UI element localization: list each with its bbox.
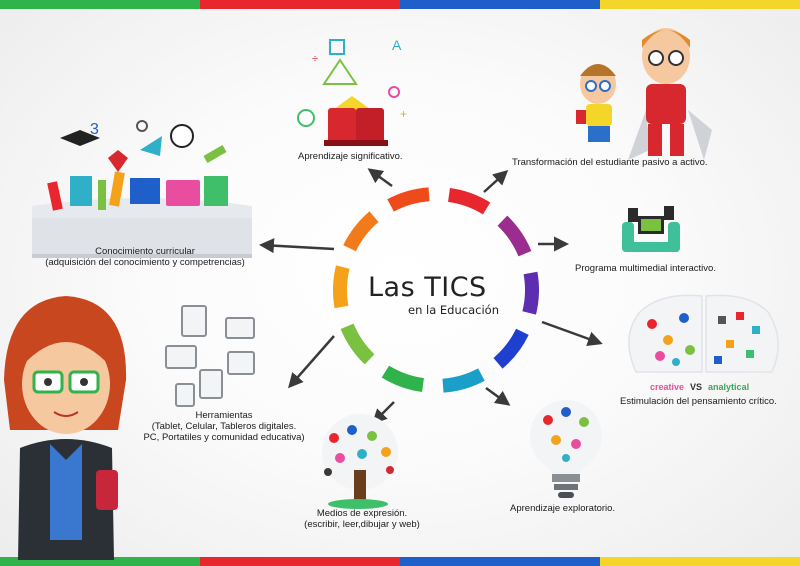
label-creative: creative	[650, 382, 685, 392]
center-ring	[333, 187, 539, 393]
label-conocimiento-curricular: Conocimiento curricular (adquisición del…	[45, 246, 245, 268]
ring-segment	[522, 271, 539, 315]
label-herramientas: Herramientas (Tablet, Celular, Tableros …	[143, 410, 305, 443]
ring-segment	[493, 328, 529, 369]
label-programa-multimedial: Programa multimedial interactivo.	[575, 263, 716, 274]
arrow-conocimiento	[259, 238, 335, 254]
arrow-herramientas	[288, 335, 335, 389]
center-title: Las TICS	[368, 272, 487, 303]
touchscreen-icon	[622, 206, 680, 252]
svg-text:A: A	[392, 37, 402, 53]
devices-icon	[165, 305, 255, 407]
ring-segment	[447, 187, 491, 215]
bottom-color-stripe	[0, 557, 800, 566]
stripe-blue	[400, 557, 600, 566]
stripe-yellow	[600, 557, 800, 566]
stripe-blue	[400, 0, 600, 9]
arrow-transformacion	[483, 169, 509, 193]
books-icon: A ÷ +	[297, 37, 407, 146]
label-aprendizaje-significativo: Aprendizaje significativo.	[298, 151, 403, 162]
center-subtitle: en la Educación	[408, 303, 499, 317]
stripe-green	[0, 0, 200, 9]
brain-icon	[628, 294, 779, 373]
arrow-estimulacion	[541, 320, 603, 346]
ring-segment	[387, 187, 430, 212]
label-estimulacion: Estimulación del pensamiento crítico.	[620, 396, 777, 407]
ring-segment	[497, 215, 532, 257]
stripe-yellow	[600, 0, 800, 9]
school-supplies-icon: 3	[32, 120, 252, 258]
label-analytical: analytical	[708, 382, 750, 392]
top-color-stripe	[0, 0, 800, 9]
ring-segment	[442, 368, 485, 393]
label-vs: VS	[690, 382, 703, 392]
label-medios-expresion: Medios de expresión. (escribir, leer,dib…	[304, 508, 420, 530]
svg-text:3: 3	[90, 121, 99, 138]
arrows	[259, 168, 603, 425]
ring-segment	[340, 323, 375, 365]
creative-vs-analytical: creative VS analytical	[650, 382, 749, 392]
stripe-red	[200, 0, 400, 9]
tree-icon	[322, 414, 398, 509]
arrow-exploratorio	[485, 386, 511, 406]
superheroes-icon	[576, 28, 712, 160]
label-transformacion: Transformación del estudiante pasivo a a…	[512, 157, 708, 168]
arrow-aprendizaje	[367, 168, 393, 188]
ring-segment	[381, 365, 425, 393]
stripe-red	[200, 557, 400, 566]
svg-text:÷: ÷	[312, 53, 318, 65]
ring-segment	[333, 265, 350, 309]
lightbulb-icon	[530, 400, 602, 498]
svg-text:+: +	[400, 107, 407, 121]
label-aprendizaje-exploratorio: Aprendizaje exploratorio.	[510, 503, 616, 514]
ring-segment	[343, 211, 379, 252]
teacher-icon	[4, 296, 127, 560]
stripe-green	[0, 557, 200, 566]
